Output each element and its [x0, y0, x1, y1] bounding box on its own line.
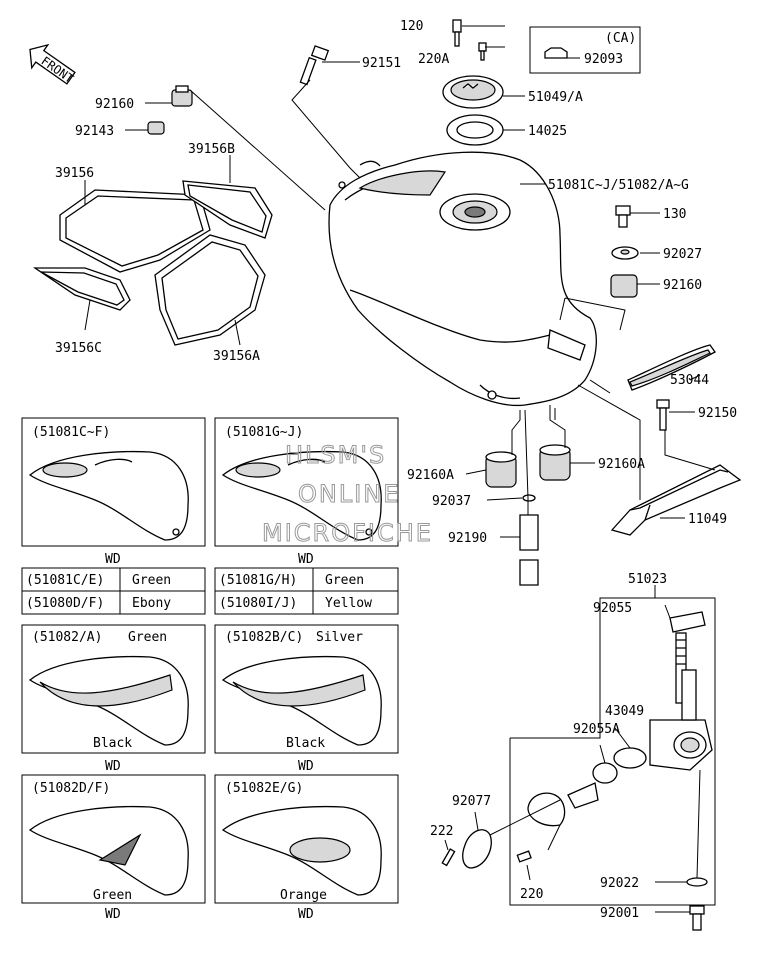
fuel-tank [328, 151, 597, 407]
callout-120: 120 [400, 19, 423, 34]
color-table-2-row-2-color: Yellow [325, 596, 372, 611]
fuel-cap-assembly [442, 19, 568, 146]
variant-title-1: (51081C~F) [32, 425, 110, 440]
fuel-cock-box [509, 718, 716, 906]
front-label: FRONT [38, 54, 76, 86]
callout-51023: 51023 [628, 572, 667, 587]
callout-92160A-right: 92160A [598, 457, 645, 472]
callout-92093: 92093 [584, 52, 623, 67]
watermark: HLSM'S ONLINE MICROFICHE [262, 441, 433, 548]
callout-92022: 92022 [600, 876, 639, 891]
callout-130: 130 [663, 207, 686, 222]
variant-wd-3: WD [105, 759, 121, 774]
fuel-cock-box-top [510, 597, 716, 739]
ca-label: (CA) [605, 31, 636, 46]
variant-color-3a: Green [128, 630, 167, 645]
variant-title-2: (51081G~J) [225, 425, 303, 440]
watermark-line-2: ONLINE [298, 480, 400, 508]
color-table-2-row-2-code: (51080I/J) [219, 596, 297, 611]
leader-lines [84, 25, 716, 913]
variant-color-5: Green [93, 888, 132, 903]
callout-53044: 53044 [670, 373, 709, 388]
hose-92190 [519, 494, 539, 586]
callout-220A: 220A [418, 52, 449, 67]
callout-39156A: 39156A [213, 349, 260, 364]
callout-39156B: 39156B [188, 142, 235, 157]
ca-box [529, 26, 641, 74]
callout-39156: 39156 [55, 166, 94, 181]
watermark-line-1: HLSM'S [285, 441, 386, 469]
watermark-line-3: MICROFICHE [262, 519, 433, 547]
variant-wd-1: WD [105, 552, 121, 567]
variant-color-3b: Black [93, 736, 132, 751]
callout-92151: 92151 [362, 56, 401, 71]
callout-51081: 51081C~J/51082/A~G [548, 178, 689, 193]
front-arrow-icon: FRONT [29, 43, 76, 86]
variant-color-4a: Silver [316, 630, 363, 645]
callout-92150: 92150 [698, 406, 737, 421]
callout-11049: 11049 [688, 512, 727, 527]
variant-wd-5: WD [105, 907, 121, 922]
pads [32, 180, 273, 346]
variant-title-5: (51082D/F) [32, 781, 110, 796]
variant-panels: (51081C~F) WD (51081G~J) WD (51081C/E) G… [21, 417, 399, 922]
callout-39156C: 39156C [55, 341, 102, 356]
variant-wd-6: WD [298, 907, 314, 922]
fuel-cock-assembly [441, 611, 713, 931]
callout-51049A: 51049/A [528, 90, 583, 105]
dampers-92160A [485, 444, 571, 488]
variant-wd-2: WD [298, 552, 314, 567]
variant-title-4: (51082B/C) [225, 630, 303, 645]
callout-92143: 92143 [75, 124, 114, 139]
bracket-11049 [610, 399, 742, 536]
variant-wd-4: WD [298, 759, 314, 774]
right-side-parts [610, 205, 716, 391]
color-table-1-row-2-code: (51080D/F) [26, 596, 104, 611]
callout-43049: 43049 [605, 704, 644, 719]
callout-92037: 92037 [432, 494, 471, 509]
color-table-2-row-1-code: (51081G/H) [219, 573, 297, 588]
callout-92190: 92190 [448, 531, 487, 546]
callout-labels: 120 220A 92093 92151 51049/A 92160 14025… [55, 19, 737, 921]
damper-92160 [171, 85, 193, 107]
bolt-92151 [299, 45, 330, 86]
callout-92160-right: 92160 [663, 278, 702, 293]
variant-title-3: (51082/A) [32, 630, 102, 645]
callout-222: 222 [430, 824, 453, 839]
callout-92027: 92027 [663, 247, 702, 262]
variant-title-6: (51082E/G) [225, 781, 303, 796]
callout-14025: 14025 [528, 124, 567, 139]
callout-92160-top: 92160 [95, 97, 134, 112]
callout-92055: 92055 [593, 601, 632, 616]
variant-color-6: Orange [280, 888, 327, 903]
color-table-1-row-1-color: Green [132, 573, 171, 588]
color-table-2-row-1-color: Green [325, 573, 364, 588]
damper-92143 [147, 121, 165, 135]
variant-color-4b: Black [286, 736, 325, 751]
callout-92077: 92077 [452, 794, 491, 809]
color-table-1-row-2-color: Ebony [132, 596, 171, 611]
callout-220: 220 [520, 887, 543, 902]
color-table-1-row-1-code: (51081C/E) [26, 573, 104, 588]
callout-92001: 92001 [600, 906, 639, 921]
callout-92055A: 92055A [573, 722, 620, 737]
callout-92160A-left: 92160A [407, 468, 454, 483]
